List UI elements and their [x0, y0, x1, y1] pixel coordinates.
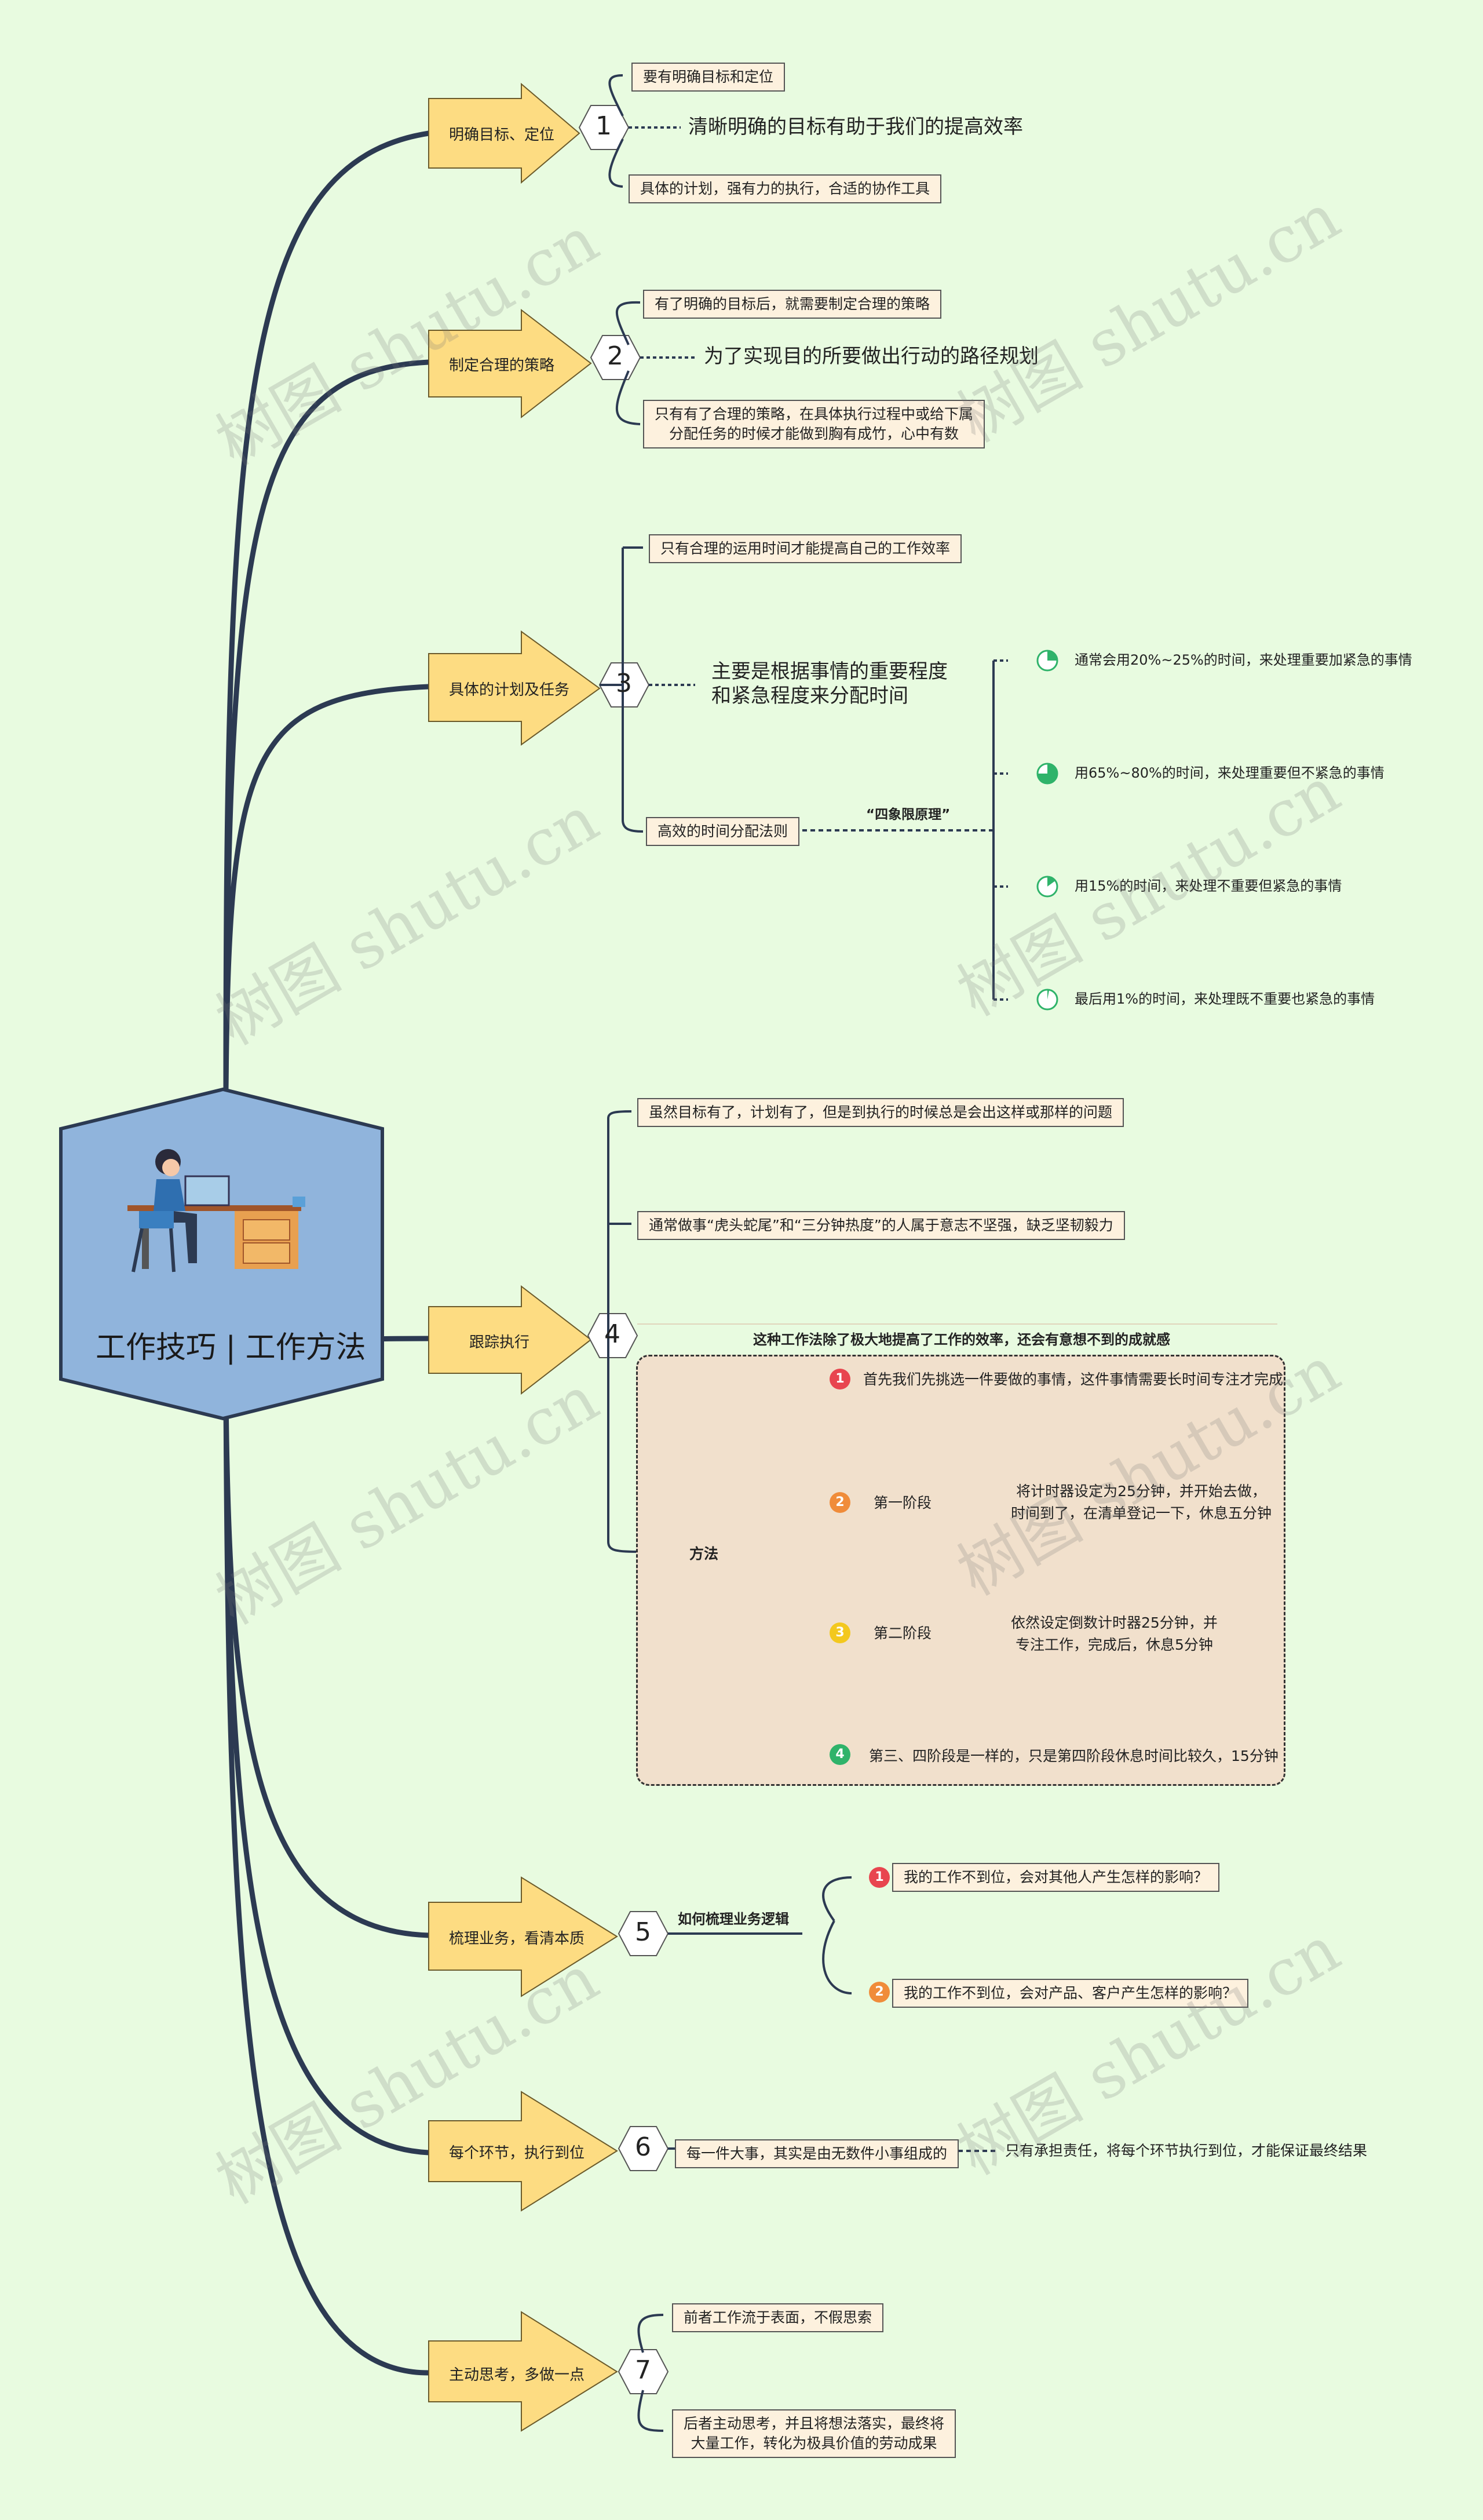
central-title: 工作技巧 | 工作方法: [96, 1330, 366, 1365]
branch7-sub-2: 后者主动思考，并且将想法落实，最终将 大量工作，转化为极具价值的劳动成果: [672, 2409, 956, 2458]
method-heading: 这种工作法除了极大地提高了工作的效率，还会有意想不到的成就感: [753, 1332, 1170, 1348]
branch2-connectors: [615, 301, 695, 425]
method-label: 方法: [689, 1545, 719, 1562]
branch1-main: 清晰明确的目标有助于我们的提高效率: [688, 115, 1023, 138]
branch-number-2: 2: [607, 341, 623, 371]
step-text-1: 首先我们先挑选一件要做的事情，这件事情需要长时间专注才完成: [863, 1371, 1284, 1388]
branch3-connectors: [600, 546, 1008, 1001]
branch5-sub-2: 我的工作不到位，会对产品、客户产生怎样的影响？: [892, 1979, 1249, 2008]
branch6-sub-1: 只有承担责任，将每个环节执行到位，才能保证最终结果: [1005, 2142, 1368, 2159]
arrow-label-4: 跟踪执行: [469, 1334, 530, 1351]
branch5-sub-1: 我的工作不到位，会对其他人产生怎样的影响？: [892, 1863, 1220, 1892]
branch2-sub-1: 有了明确的目标后，就需要制定合理的策略: [643, 290, 942, 319]
branch2-main: 为了实现目的所要做出行动的路径规划: [704, 345, 1039, 368]
arrow-label-5: 梳理业务，看清本质: [449, 1930, 585, 1948]
step-text-4: 第三、四阶段是一样的，只是第四阶段休息时间比较久，15分钟: [869, 1748, 1279, 1764]
step-badge-3: 3: [830, 1622, 850, 1643]
branch5-main: 如何梳理业务逻辑: [678, 1911, 789, 1927]
branch-number-6: 6: [635, 2132, 651, 2162]
step-text-2: 第一阶段: [874, 1494, 932, 1511]
branch1-sub-1: 要有明确目标和定位: [631, 63, 786, 92]
step-detail-2: 将计时器设定为25分钟，并开始去做， 时间到了，在清单登记一下，休息五分钟: [1011, 1483, 1272, 1522]
step-text-3: 第二阶段: [874, 1625, 932, 1642]
quadrant-pie-icons: [1036, 650, 1058, 1011]
branch-number-3: 3: [616, 669, 632, 698]
b5-badge-2: 2: [869, 1982, 890, 2003]
branch-number-4: 4: [604, 1319, 620, 1349]
branch-number-1: 1: [596, 111, 612, 141]
branch6-connectors: [668, 2147, 996, 2152]
step-detail-3: 依然设定倒数计时器25分钟，并 专注工作，完成后，休息5分钟: [1011, 1614, 1218, 1653]
branch7-connectors: [637, 2314, 664, 2432]
branch-arrows: [428, 82, 618, 2432]
pie-fill-3: [1047, 877, 1055, 887]
main-branch-lines: [223, 130, 432, 2376]
arrow-label-3: 具体的计划及任务: [449, 681, 570, 699]
branch7-sub-1: 前者工作流于表面，不假思索: [672, 2303, 884, 2332]
pie-fill-1: [1047, 651, 1057, 661]
branch1-connectors: [608, 74, 681, 188]
number-hexagons: [578, 105, 669, 2394]
quadrant-text-4: 最后用1%的时间，来处理既不重要也紧急的事情: [1075, 991, 1375, 1007]
arrow-label-7: 主动思考，多做一点: [449, 2366, 585, 2384]
step-badge-4: 4: [830, 1744, 850, 1765]
step-badge-1: 1: [830, 1369, 850, 1390]
person-at-desk-illustration: [127, 1149, 305, 1272]
branch2-sub-2: 只有有了合理的策略，在具体执行过程中或给下属 分配任务的时候才能做到胸有成竹，心…: [643, 400, 985, 448]
branch4-sub-1: 虽然目标有了，计划有了，但是到执行的时候总是会出这样或那样的问题: [637, 1098, 1124, 1127]
quadrant-text-3: 用15%的时间，来处理不重要但紧急的事情: [1075, 878, 1342, 894]
branch3-sub-1: 只有合理的运用时间才能提高自己的工作效率: [649, 534, 962, 563]
branch4-sub-2: 通常做事“虎头蛇尾”和“三分钟热度”的人属于意志不坚强，缺乏坚韧毅力: [637, 1211, 1125, 1240]
central-hexagon: [59, 1087, 384, 1421]
branch-number-5: 5: [635, 1917, 651, 1947]
branch6-main: 每一件大事，其实是由无数件小事组成的: [675, 2139, 959, 2168]
pie-fill-2: [1038, 764, 1057, 783]
branch-number-7: 7: [635, 2355, 651, 2385]
step-badge-2: 2: [830, 1492, 850, 1513]
b5-badge-1: 1: [869, 1867, 890, 1888]
arrow-label-1: 明确目标、定位: [449, 126, 555, 144]
branch3-main: 主要是根据事情的重要程度 和紧急程度来分配时间: [711, 660, 948, 708]
method-panel: [636, 1355, 1285, 1786]
branch1-sub-2: 具体的计划，强有力的执行，合适的协作工具: [629, 174, 942, 203]
quadrant-text-2: 用65%~80%的时间，来处理重要但不紧急的事情: [1075, 765, 1385, 781]
branch5-connectors: [668, 1876, 852, 1994]
pie-fill-4: [1047, 990, 1050, 1000]
arrow-label-2: 制定合理的策略: [449, 357, 555, 374]
arrow-label-6: 每个环节，执行到位: [449, 2145, 585, 2162]
quadrant-text-1: 通常会用20%~25%的时间，来处理重要加紧急的事情: [1075, 652, 1412, 668]
branch3-sub-2: 高效的时间分配法则: [646, 817, 800, 846]
four-quadrant-label: “四象限原理”: [866, 807, 951, 822]
